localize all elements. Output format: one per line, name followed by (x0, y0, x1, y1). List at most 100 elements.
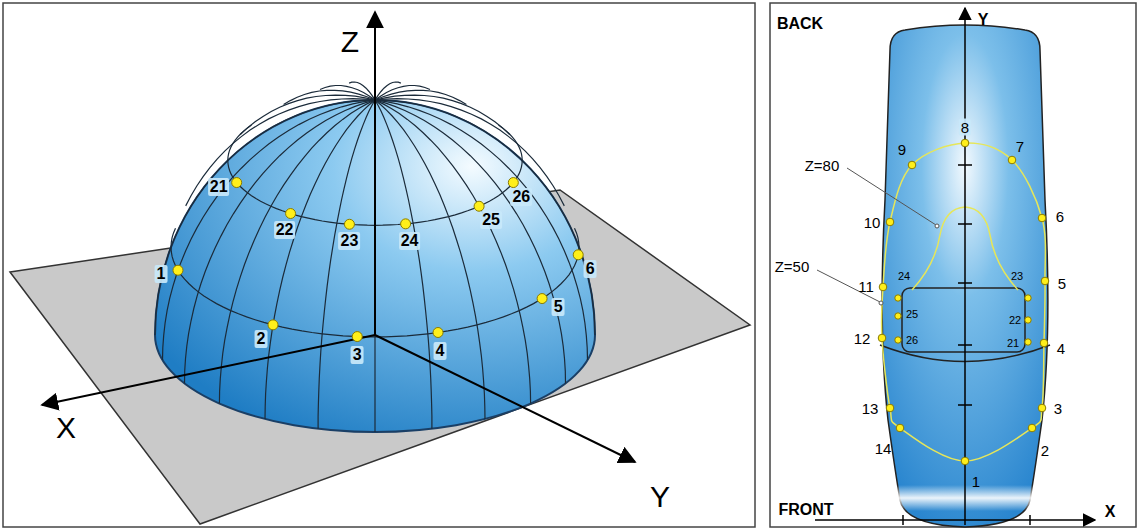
car-x-axis (815, 519, 1095, 521)
measurement-point (537, 294, 547, 304)
callout-number: 25 (480, 211, 502, 229)
measurement-point (895, 313, 901, 319)
measurement-point (286, 209, 296, 219)
callout-number: 26 (906, 335, 918, 346)
callout-number: 2 (1041, 443, 1049, 458)
callout-number: 1 (972, 474, 980, 489)
measurement-point (433, 328, 443, 338)
grid-line (163, 100, 376, 360)
measurement-point (1038, 214, 1046, 222)
measurement-point (1025, 295, 1031, 301)
grid-line (265, 100, 375, 419)
callout-number: 6 (1056, 209, 1064, 224)
measurement-point (232, 178, 242, 188)
callout-number: 2 (255, 330, 268, 348)
callout-number: 22 (1009, 315, 1021, 326)
axis-label: Y (650, 482, 670, 512)
callout-number: 23 (339, 232, 361, 250)
measurement-point (474, 201, 484, 211)
axis-ticks (903, 165, 1030, 525)
grid-line (375, 100, 531, 404)
z-axis (374, 12, 376, 335)
left-panel-frame (3, 3, 755, 527)
axis-label: Z (341, 27, 359, 57)
callout-number: 10 (864, 215, 881, 230)
grid-line (349, 82, 375, 100)
callout-number: 3 (351, 346, 364, 364)
leader-line (847, 168, 936, 225)
callout-number: 25 (906, 309, 918, 320)
measurement-point (896, 424, 904, 432)
roof-opening (902, 288, 1025, 352)
callout-number: 9 (898, 142, 906, 157)
measurement-point (1041, 277, 1049, 285)
measurement-point (344, 219, 354, 229)
car-y-axis (964, 8, 966, 525)
grid-line (284, 90, 375, 104)
axis-label: X (56, 413, 76, 443)
callout-number: 21 (1007, 338, 1019, 349)
measurement-point (879, 283, 887, 291)
callout-number: 13 (862, 401, 879, 416)
measurement-point (895, 295, 901, 301)
callout-number: 22 (274, 221, 296, 239)
measurement-point (886, 218, 894, 226)
measurement-point (1025, 317, 1031, 323)
heading-label: Z=50 (773, 258, 812, 275)
grid-line (375, 100, 588, 360)
callout-number: 23 (1011, 271, 1023, 282)
grid-line (240, 95, 375, 134)
callout-number: X (1105, 504, 1116, 520)
callout-number: 24 (898, 271, 910, 282)
measurement-point (352, 332, 362, 342)
callout-number: 12 (854, 331, 871, 346)
callout-number: 4 (434, 342, 447, 360)
x-axis (42, 335, 375, 405)
callout-number: 5 (552, 298, 565, 316)
callout-number: 21 (208, 178, 230, 196)
callout-number: 24 (399, 232, 421, 250)
callout-number: 14 (875, 441, 892, 456)
callout-number: 11 (858, 279, 874, 294)
callout-number: 5 (1058, 276, 1066, 291)
measurement-point (173, 265, 183, 275)
callout-number: 6 (584, 260, 597, 278)
measurement-point (573, 250, 583, 260)
measurement-point (268, 320, 278, 330)
grid-line (375, 95, 510, 134)
grid-line (375, 99, 564, 206)
leader-end (935, 224, 939, 228)
callout-number: 8 (959, 119, 971, 136)
measurement-points (173, 178, 583, 342)
measurement-point (878, 334, 886, 342)
leader-end (879, 301, 883, 305)
callout-number: 1 (155, 265, 168, 283)
measurement-point (1038, 404, 1046, 412)
measurement-point (908, 161, 916, 169)
right-panel-frame (770, 3, 1136, 527)
callout-number: Y (978, 12, 989, 28)
measurement-point (961, 139, 969, 147)
measurement-point (1025, 339, 1031, 345)
grid-line (186, 99, 375, 206)
heading-label: BACK (775, 15, 825, 33)
measurement-point (508, 178, 518, 188)
measurement-point (1008, 156, 1016, 164)
callout-number: 4 (1057, 341, 1065, 356)
measurement-point (886, 404, 894, 412)
grid-line (219, 100, 375, 404)
measurement-point (1028, 424, 1036, 432)
callout-number: 3 (1054, 401, 1062, 416)
measurement-points (878, 139, 1049, 465)
measurement-point (1040, 339, 1048, 347)
measurement-point (401, 219, 411, 229)
grid-line (318, 100, 375, 429)
grid-line (375, 100, 432, 429)
grid-line (155, 100, 375, 335)
heading-label: Z=80 (803, 157, 842, 174)
callout-number: 7 (1016, 139, 1024, 154)
callout-number: 26 (510, 188, 532, 206)
contour-z50 (881, 143, 1045, 461)
measurement-point (895, 337, 901, 343)
